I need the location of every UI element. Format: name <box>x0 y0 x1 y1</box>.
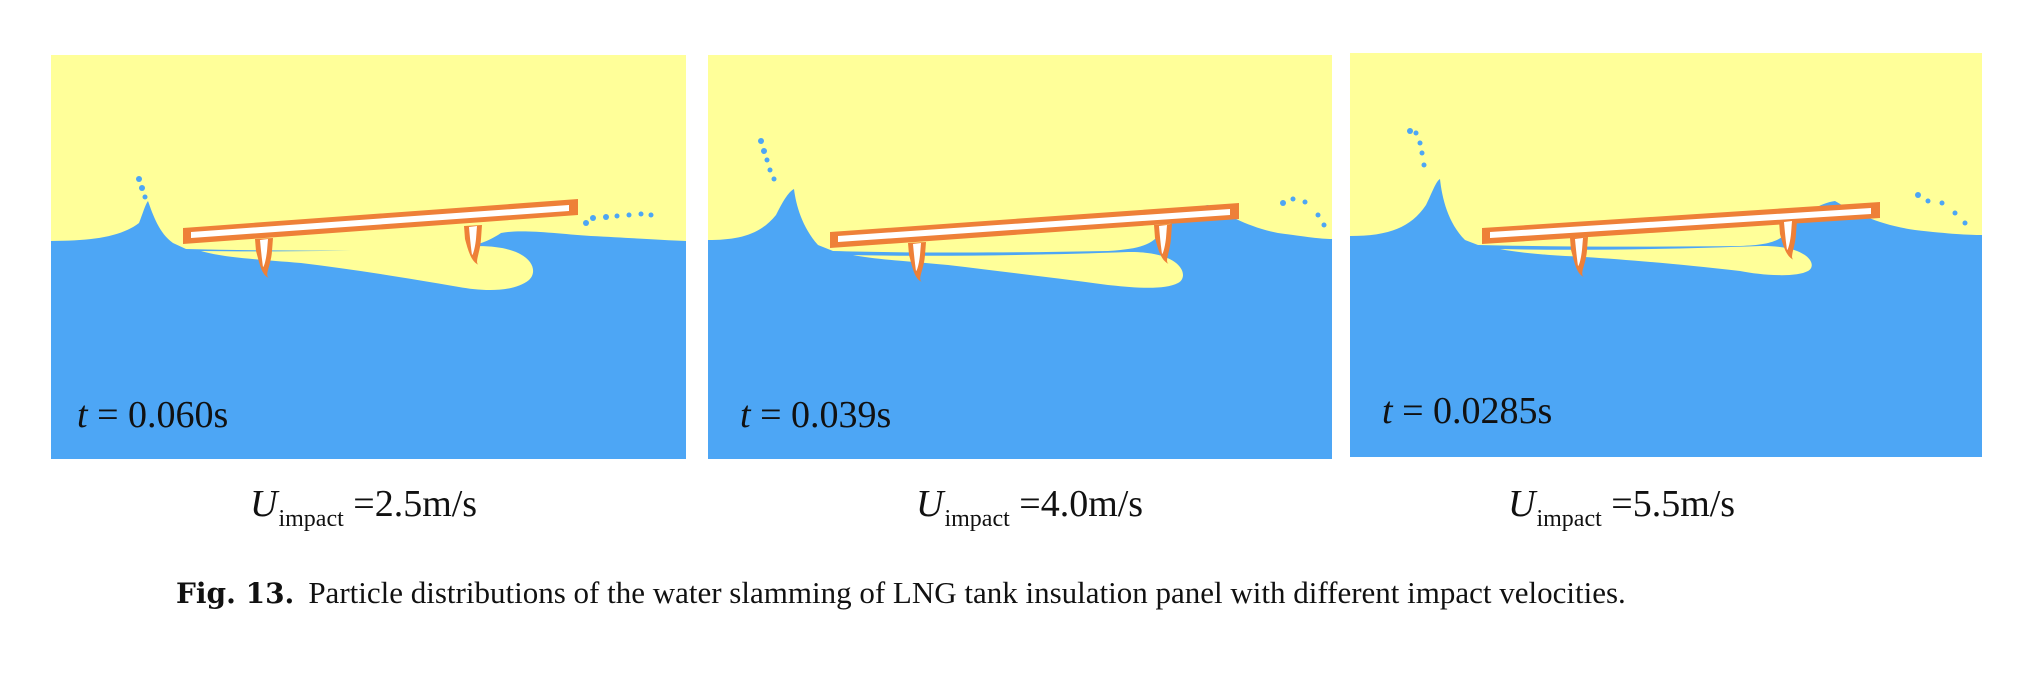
time-label: t = 0.060s <box>77 394 229 436</box>
air-pocket <box>201 246 534 291</box>
water-region <box>1350 179 1982 457</box>
figure-caption: Fig. 13. Particle distributions of the wa… <box>176 575 1626 611</box>
simulation-panel-1: t = 0.060s <box>51 55 686 459</box>
insulation-panel <box>1482 202 1880 277</box>
velocity-label-2: Uimpact =4.0m/s <box>916 483 1144 532</box>
time-label: t = 0.039s <box>740 394 892 436</box>
velocity-label-1: Uimpact =2.5m/s <box>250 483 478 532</box>
insulation-panel <box>830 203 1239 282</box>
air-pocket <box>853 251 1183 288</box>
spray-droplets <box>758 138 1327 228</box>
spray-droplets <box>136 176 654 226</box>
caption-text: Particle distributions of the water slam… <box>308 575 1626 610</box>
simulation-panel-3: t = 0.0285s <box>1350 53 1982 457</box>
simulation-panel-2: t = 0.039s <box>708 55 1332 459</box>
time-label: t = 0.0285s <box>1382 390 1553 432</box>
insulation-panel <box>183 199 578 278</box>
velocity-label-3: Uimpact =5.5m/s <box>1508 483 1736 532</box>
figure-label: Fig. 13. <box>176 577 295 610</box>
spray-droplets <box>1407 128 1968 226</box>
simulation-image-1 <box>51 55 686 459</box>
simulation-image-2 <box>708 55 1332 459</box>
simulation-image-3 <box>1350 53 1982 457</box>
